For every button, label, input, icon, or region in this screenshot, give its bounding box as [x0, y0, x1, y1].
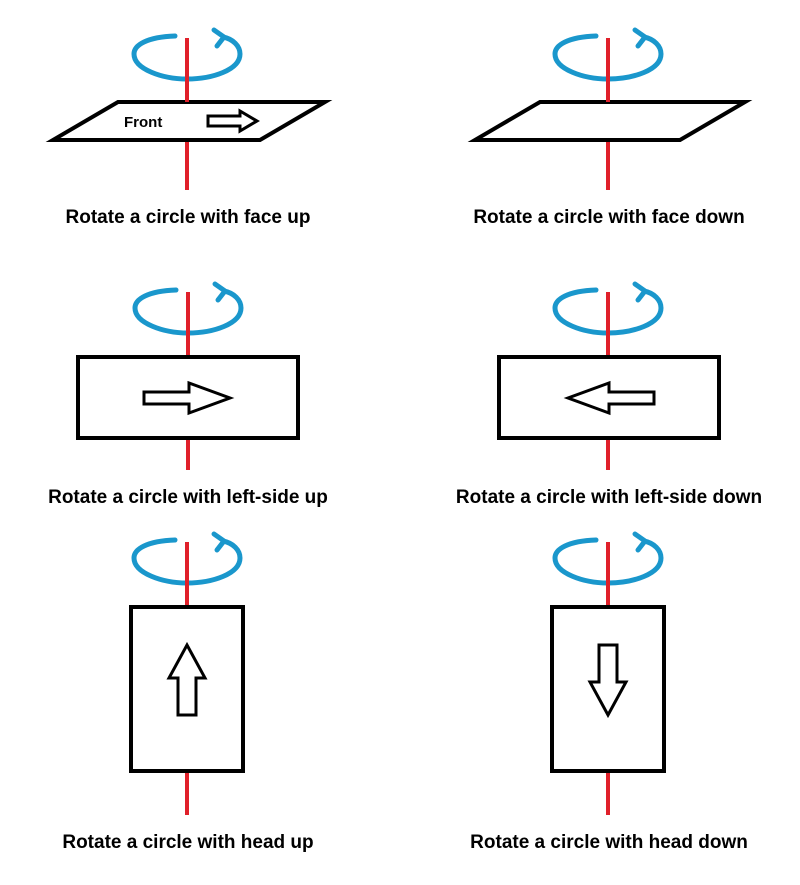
caption-head-down: Rotate a circle with head down — [470, 832, 748, 853]
caption-head-up: Rotate a circle with head up — [62, 832, 314, 853]
left-arrow-icon — [563, 380, 656, 416]
card-tall-rectangle — [129, 605, 245, 773]
card-parallelogram — [45, 100, 333, 142]
card-parallelogram — [467, 100, 753, 142]
down-arrow-icon — [587, 643, 629, 719]
up-arrow-icon — [166, 641, 208, 717]
panel-face-up: Front — [45, 30, 333, 190]
caption-left-side-up: Rotate a circle with left-side up — [48, 487, 328, 508]
panel-left-side-up — [76, 284, 300, 470]
caption-face-up: Rotate a circle with face up — [65, 207, 311, 228]
panel-head-up — [129, 534, 245, 815]
card-wide-rectangle — [497, 355, 721, 440]
panel-face-down — [467, 30, 753, 190]
front-label: Front — [124, 114, 162, 131]
right-arrow-icon — [142, 380, 235, 416]
panel-head-down — [550, 534, 666, 815]
caption-left-side-down: Rotate a circle with left-side down — [455, 487, 763, 508]
right-arrow-icon — [206, 108, 260, 134]
panel-left-side-down — [497, 284, 721, 470]
caption-face-down: Rotate a circle with face down — [473, 207, 745, 228]
